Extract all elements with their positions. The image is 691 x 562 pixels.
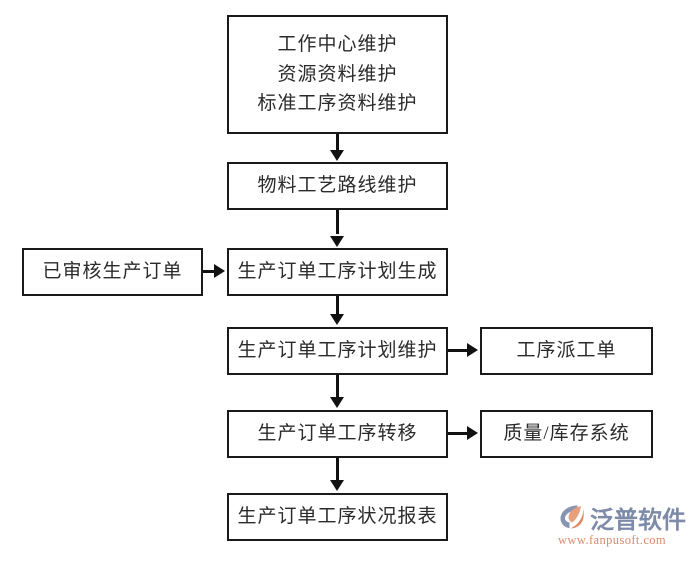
connector-routing-to-plangen xyxy=(336,210,339,234)
arrow-down-icon xyxy=(330,236,344,247)
node-line: 工作中心维护 xyxy=(277,34,398,56)
node-quality-inventory-system[interactable]: 质量/库存系统 xyxy=(480,410,653,458)
arrow-down-icon xyxy=(330,150,344,161)
connector-transfer-to-statusreport xyxy=(336,458,339,482)
connector-planmaint-to-dispatch xyxy=(448,349,468,352)
connector-plangen-to-planmaint xyxy=(336,296,339,316)
arrow-right-icon xyxy=(467,426,478,440)
brand-url: www.fanpusoft.com xyxy=(558,533,667,547)
watermark: 泛普软件 www.fanpusoft.com xyxy=(557,500,687,558)
fanpu-logo-icon xyxy=(557,502,587,532)
node-approved-production-order[interactable]: 已审核生产订单 xyxy=(22,248,203,296)
node-line: 质量/库存系统 xyxy=(503,423,630,445)
node-operation-plan-generation[interactable]: 生产订单工序计划生成 xyxy=(227,248,448,296)
arrow-down-icon xyxy=(330,314,344,325)
node-operation-transfer[interactable]: 生产订单工序转移 xyxy=(227,410,448,458)
node-line: 已审核生产订单 xyxy=(42,261,183,283)
node-material-routing-maintenance[interactable]: 物料工艺路线维护 xyxy=(227,162,448,210)
arrow-down-icon xyxy=(330,397,344,408)
node-line: 生产订单工序状况报表 xyxy=(237,506,438,528)
connector-transfer-to-qualityinv xyxy=(448,432,468,435)
brand-name: 泛普软件 xyxy=(590,505,686,534)
logo-row: 泛普软件 xyxy=(557,500,686,534)
node-line: 生产订单工序计划维护 xyxy=(237,340,438,362)
node-line: 工序派工单 xyxy=(516,340,617,362)
connector-approved-to-plangen xyxy=(203,270,217,273)
node-operation-status-report[interactable]: 生产订单工序状况报表 xyxy=(227,493,448,541)
node-operation-plan-maintenance[interactable]: 生产订单工序计划维护 xyxy=(227,327,448,375)
arrow-down-icon xyxy=(330,480,344,491)
node-workcenter-maintenance[interactable]: 工作中心维护 资源资料维护 标准工序资料维护 xyxy=(227,15,448,134)
node-operation-dispatch-order[interactable]: 工序派工单 xyxy=(480,327,653,375)
node-line: 资源资料维护 xyxy=(277,63,398,85)
node-line: 标准工序资料维护 xyxy=(257,93,418,115)
arrow-right-icon xyxy=(467,343,478,357)
node-line: 生产订单工序转移 xyxy=(257,423,418,445)
connector-planmaint-to-transfer xyxy=(336,375,339,397)
node-line: 物料工艺路线维护 xyxy=(257,175,418,197)
node-line: 生产订单工序计划生成 xyxy=(237,261,438,283)
connector-workcenter-to-routing xyxy=(336,134,339,153)
arrow-right-icon xyxy=(214,264,225,278)
